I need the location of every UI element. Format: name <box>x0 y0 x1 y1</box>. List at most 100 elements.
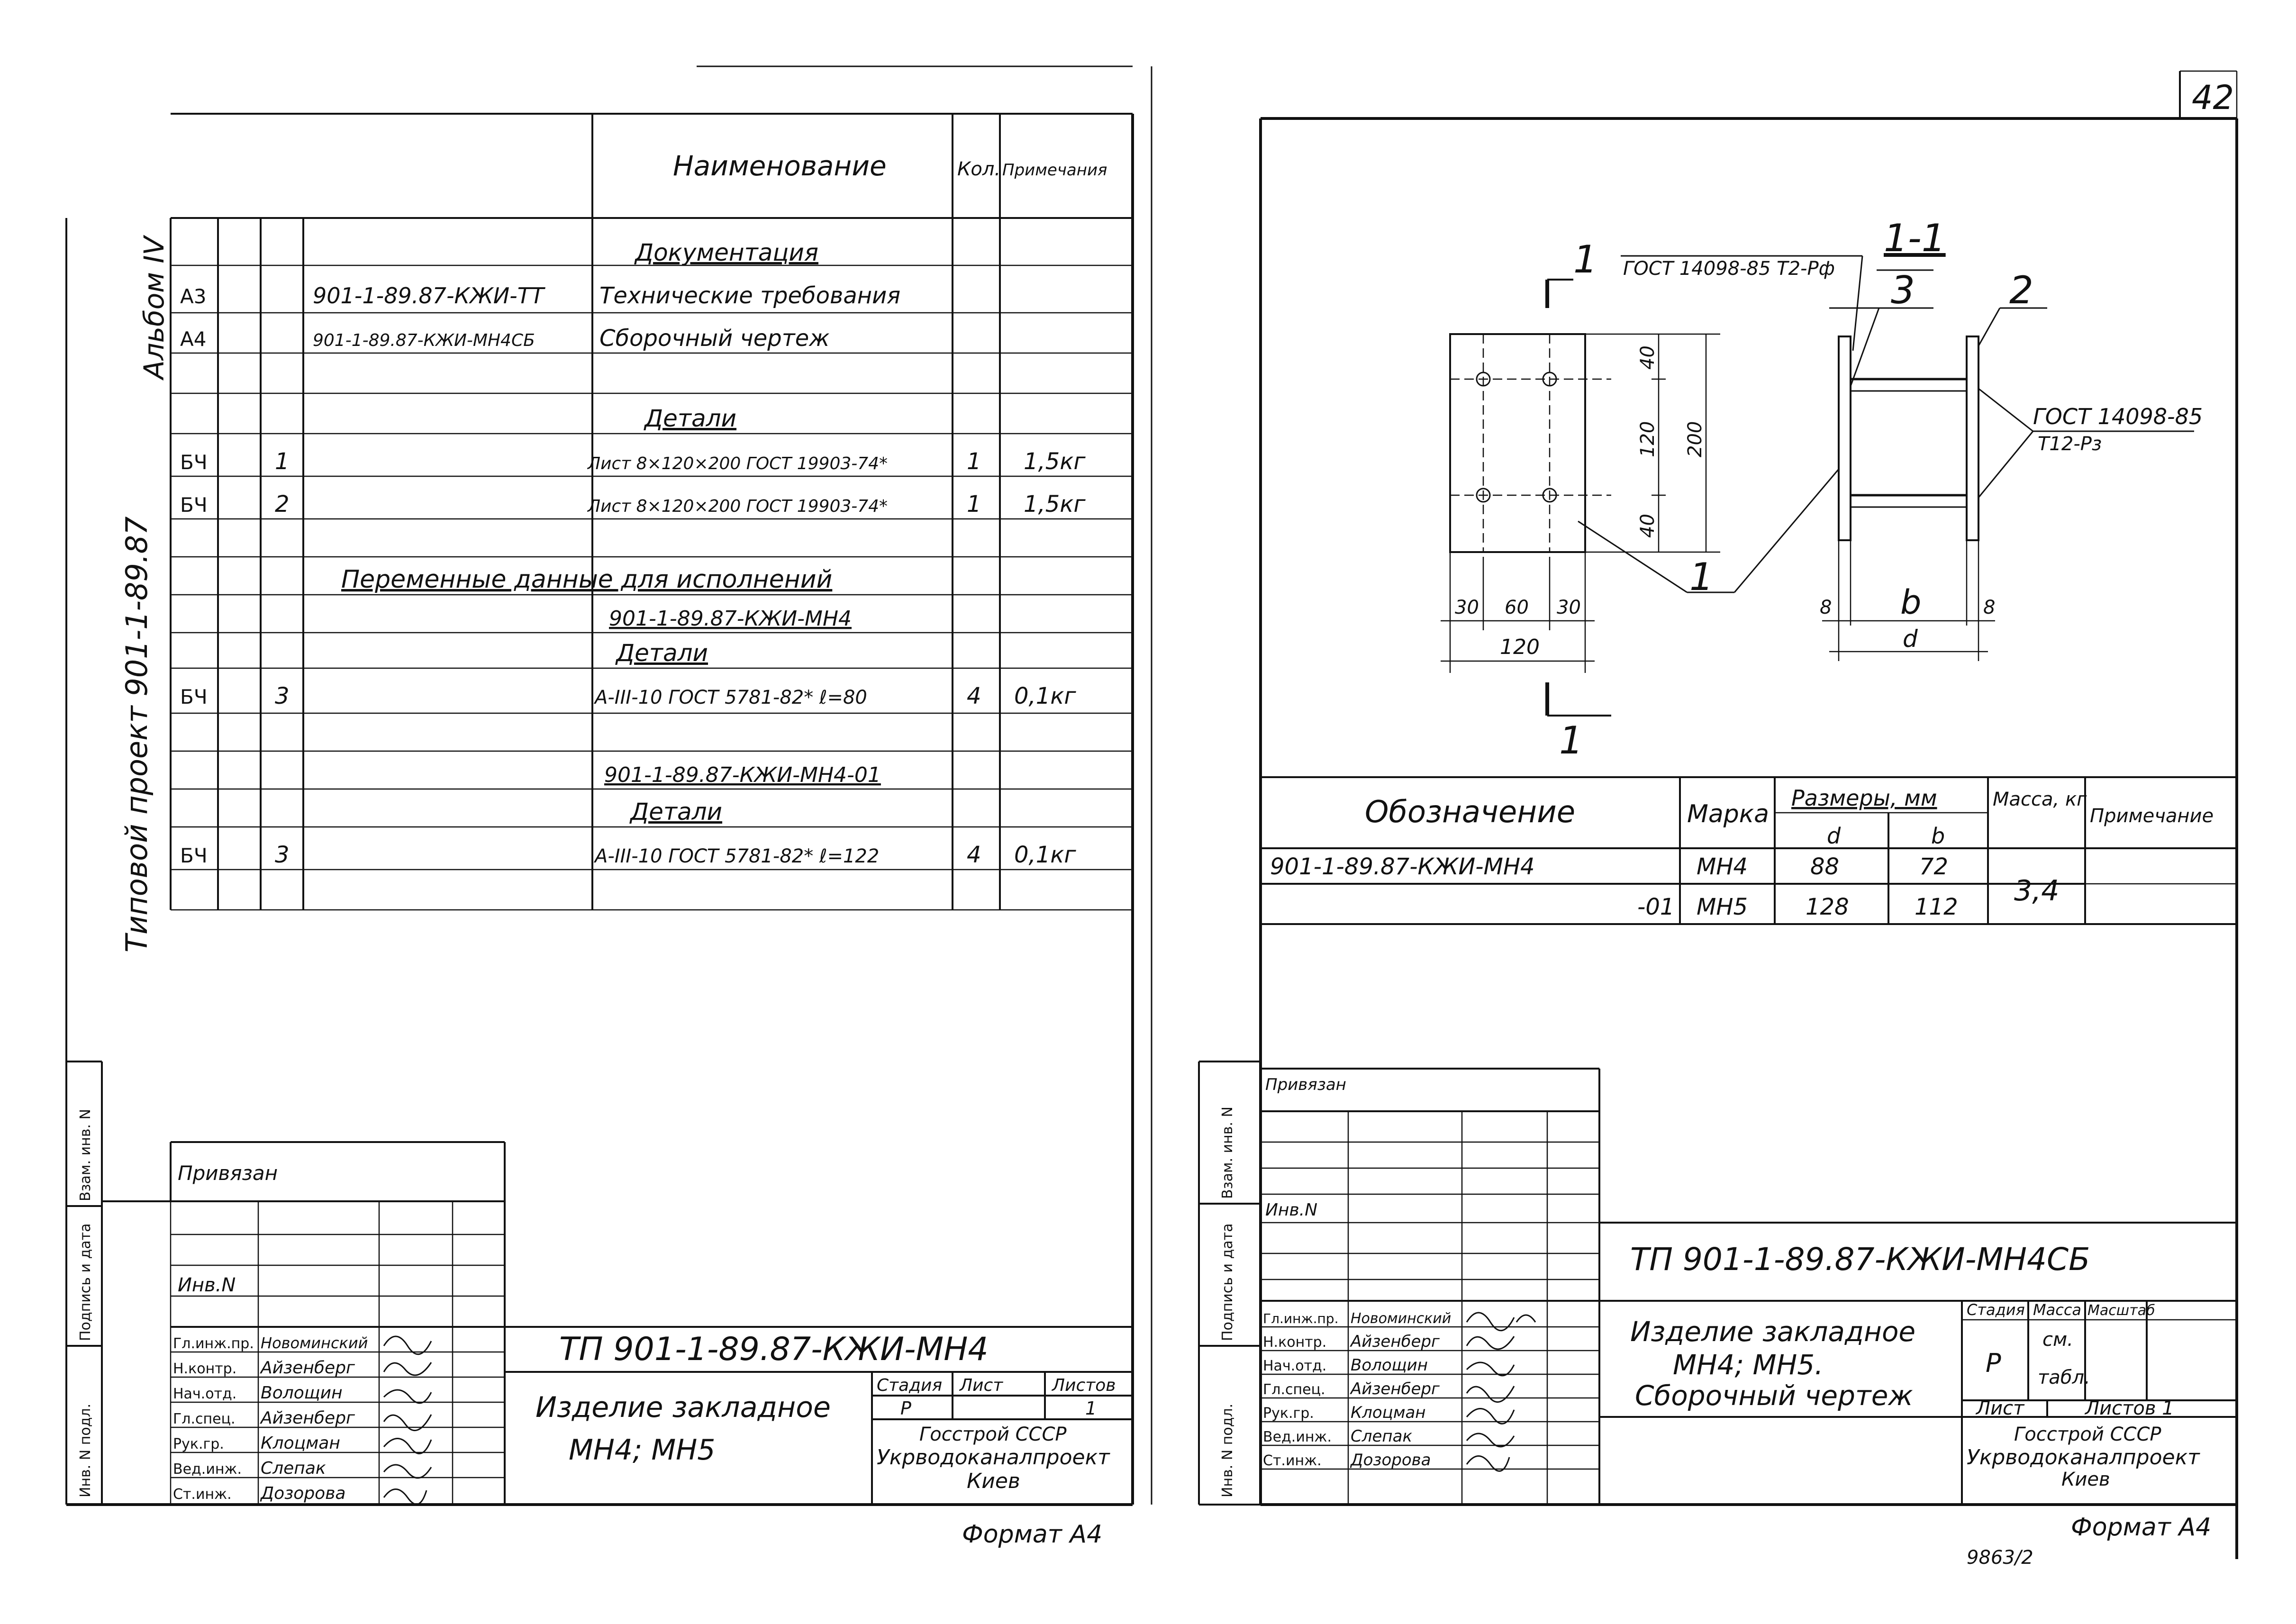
bottom-sheet-code: 9863/2 <box>1967 1547 2033 1569</box>
stamp-stage-header: Стадия <box>877 1376 942 1395</box>
table-row-mark: МН4 <box>1697 853 1748 880</box>
spec-row-name: А-III-10 ГОСТ 5781-82* ℓ=80 <box>593 687 867 708</box>
stamp-person: Слепак <box>1351 1427 1412 1446</box>
dim-120-width: 120 <box>1500 635 1540 659</box>
spec-row-pos: 3 <box>275 683 290 709</box>
position-label-3: 3 <box>1891 268 1915 312</box>
stamp-role: Нач.отд. <box>173 1386 236 1402</box>
section-label: 1-1 <box>1884 216 1946 260</box>
spec-row-name: 901-1-89.87-КЖИ-МН4-01 <box>604 763 881 787</box>
dim-120: 120 <box>1637 421 1659 457</box>
stamp-sheets-header: Листов 1 <box>2084 1397 2174 1419</box>
stamp-sheets-header: Листов <box>1051 1376 1116 1395</box>
stamp-title-line1: Изделие закладное <box>1630 1316 1915 1348</box>
spec-row-qty: 4 <box>967 842 981 868</box>
stamp-role: Нач.отд. <box>1263 1358 1326 1374</box>
dim-40-bottom: 40 <box>1637 514 1659 538</box>
stamp-org-line1: Госстрой СССР <box>2014 1424 2161 1445</box>
spec-header-name: Наименование <box>673 150 887 182</box>
spec-row-note: 0,1кг <box>1014 683 1076 709</box>
spec-row-designation: 901-1-89.87-КЖИ-ТТ <box>313 283 546 308</box>
table-header-note: Примечание <box>2090 805 2214 827</box>
dim-30-left: 30 <box>1455 597 1479 618</box>
plate-front-view <box>1441 279 1720 717</box>
stamp-privyazan: Привязан <box>1265 1075 1346 1094</box>
stamp-person: Слепак <box>261 1459 326 1478</box>
stamp-stage-value: Р <box>900 1398 911 1419</box>
spec-row-fmt: БЧ <box>180 685 208 708</box>
stamp-person: Айзенберг <box>260 1358 355 1378</box>
spec-row-pos: 1 <box>275 448 290 475</box>
page-number: 42 <box>2192 78 2234 117</box>
dim-b: b <box>1900 583 1921 622</box>
stamp-person: Клоцман <box>1351 1403 1426 1422</box>
stamp-title-line3: Сборочный чертеж <box>1635 1379 1913 1412</box>
stamp-stage-header: Стадия <box>1967 1301 2025 1319</box>
table-header-sizes: Размеры, мм <box>1791 785 1937 811</box>
position-label-2: 2 <box>2009 268 2033 312</box>
table-mass: 3,4 <box>2014 874 2059 907</box>
side-stamp-inv-podl: Инв. N подл. <box>1219 1404 1236 1497</box>
spec-row-qty: 4 <box>967 683 981 709</box>
spec-row-pos: 2 <box>275 491 290 517</box>
table-row-d: 88 <box>1810 853 1839 880</box>
side-stamp-signature-date: Подпись и дата <box>1219 1224 1236 1342</box>
stamp-role: Рук.гр. <box>1263 1405 1314 1422</box>
stamp-role: Н.контр. <box>173 1361 236 1377</box>
stamp-mass-header: Масса <box>2033 1301 2081 1319</box>
stamp-inv-n: Инв.N <box>1265 1200 1317 1220</box>
stamp-scale-header: Масштаб <box>2087 1302 2155 1319</box>
stamp-person: Волощин <box>1351 1356 1428 1375</box>
table-row-mark: МН5 <box>1697 894 1748 920</box>
stamp-person: Дозорова <box>1350 1451 1431 1470</box>
stamp-title-line2: МН4; МН5 <box>569 1433 715 1467</box>
table-header-mark: Марка <box>1687 800 1769 828</box>
spec-header-note: Примечания <box>1002 161 1107 180</box>
side-stamp-signature-date: Подпись и дата <box>77 1224 94 1342</box>
stamp-mass-value-line2: табл. <box>2038 1367 2090 1388</box>
stamp-sheet-header: Лист <box>1975 1397 2025 1419</box>
spec-row-fmt: A3 <box>180 285 206 308</box>
right-format-label: Формат А4 <box>2071 1513 2211 1542</box>
gost-weld-right-line1: ГОСТ 14098-85 <box>2033 404 2203 429</box>
stamp-org-line3: Киев <box>2061 1469 2110 1490</box>
side-stamp-vzam-inv: Взам. инв. N <box>1219 1107 1236 1199</box>
spec-row-fmt: A4 <box>180 327 206 351</box>
spec-row-fmt: БЧ <box>180 451 208 474</box>
table-header-d: d <box>1827 823 1841 849</box>
dim-d: d <box>1903 625 1918 653</box>
stamp-org-line2: Укрводоканалпроект <box>877 1445 1110 1470</box>
spec-row-pos: 3 <box>275 842 290 868</box>
stamp-org-line2: Укрводоканалпроект <box>1967 1445 2200 1470</box>
spec-row-note: 0,1кг <box>1014 842 1076 868</box>
right-sheet: 42 1 1 ГОСТ 14098-85 Т2-Рф 1-1 3 2 1 ГОС… <box>1219 78 2234 1569</box>
spec-row-name: Документация <box>634 239 818 266</box>
stamp-inv-n: Инв.N <box>178 1274 236 1296</box>
table-header-designation: Обозначение <box>1365 795 1575 830</box>
stamp-role: Ст.инж. <box>173 1486 232 1503</box>
stamp-sheet-header: Лист <box>959 1376 1003 1395</box>
dim-thickness-8-left: 8 <box>1820 597 1832 618</box>
left-side-project-label: Типовой проект 901-1-89.87 <box>119 517 154 953</box>
stamp-title-line1: Изделие закладное <box>535 1391 831 1424</box>
spec-row-name: Сборочный чертеж <box>599 325 830 352</box>
spec-row-name: Детали <box>644 405 736 432</box>
spec-row-name: 901-1-89.87-КЖИ-МН4 <box>609 607 852 631</box>
spec-row-qty: 1 <box>967 491 981 517</box>
section-cut-label-top: 1 <box>1573 237 1597 281</box>
spec-header-qty: Кол. <box>957 158 1000 180</box>
spec-row-name: Лист 8×120×200 ГОСТ 19903-74* <box>587 454 888 473</box>
spec-row-qty: 1 <box>967 448 981 475</box>
left-format-label: Формат А4 <box>962 1520 1102 1549</box>
dim-40-top: 40 <box>1637 345 1659 370</box>
left-album-label: Альбом IV <box>138 235 170 381</box>
stamp-org-line3: Киев <box>967 1469 1020 1493</box>
table-row-designation: -01 <box>1637 894 1674 920</box>
table-header-mass: Масса, кг <box>1993 789 2087 810</box>
stamp-role: Вед.инж. <box>173 1461 242 1478</box>
stamp-person: Новоминский <box>261 1334 368 1352</box>
stamp-role: Н.контр. <box>1263 1334 1326 1351</box>
stamp-role: Вед.инж. <box>1263 1429 1332 1445</box>
spec-row-name: Лист 8×120×200 ГОСТ 19903-74* <box>587 497 888 516</box>
